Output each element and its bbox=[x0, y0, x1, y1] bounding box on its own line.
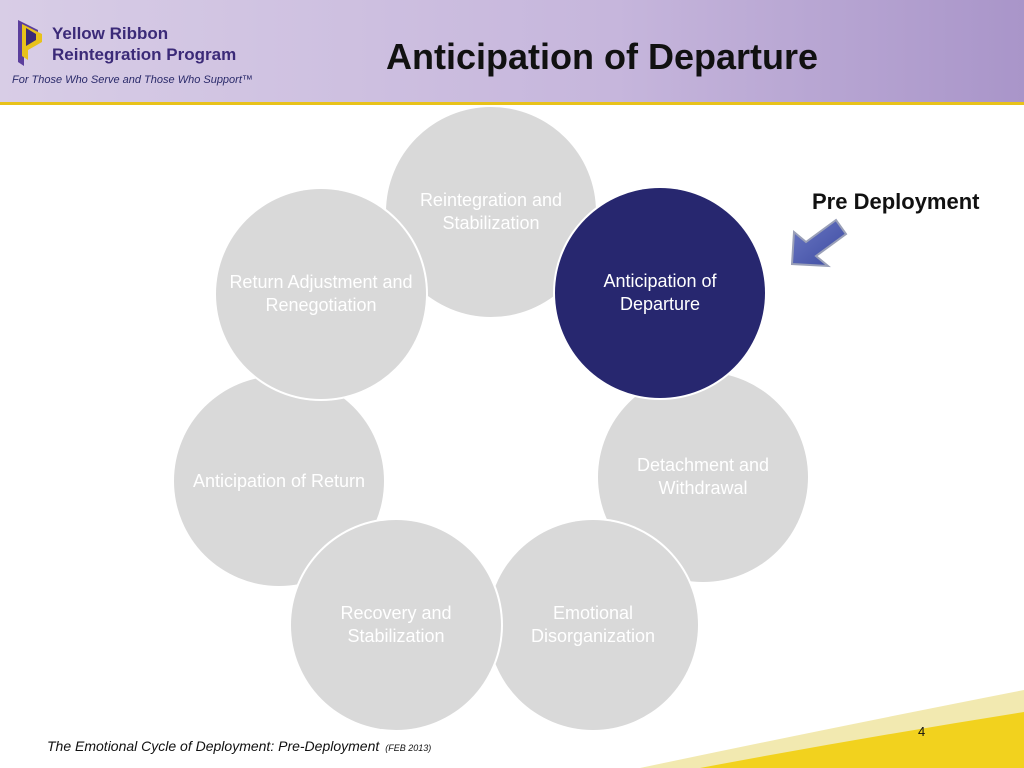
logo-title-line1: Yellow Ribbon bbox=[52, 24, 169, 43]
page-number: 4 bbox=[918, 724, 926, 739]
cycle-stage-label: Reintegration and Stabilization bbox=[419, 190, 563, 233]
header-banner bbox=[0, 0, 1024, 102]
footer-caption-text: The Emotional Cycle of Deployment: Pre-D… bbox=[47, 738, 380, 754]
cycle-stage-label: Recovery and Stabilization bbox=[340, 603, 452, 646]
footer-date: (FEB 2013) bbox=[385, 743, 432, 753]
footer-caption: The Emotional Cycle of Deployment: Pre-D… bbox=[47, 738, 431, 754]
pre-deployment-callout: Pre Deployment bbox=[812, 189, 980, 214]
logo-tagline: For Those Who Serve and Those Who Suppor… bbox=[12, 74, 253, 86]
yellow-ribbon-logo: Yellow Ribbon Reintegration Program For … bbox=[12, 16, 253, 96]
cycle-stage-return-adjustment: Return Adjustment and Renegotiation bbox=[216, 189, 426, 399]
cycle-stage-anticipation-departure: Anticipation of Departure bbox=[555, 188, 765, 398]
slide-title: Anticipation of Departure bbox=[386, 36, 819, 77]
ribbon-logo-icon bbox=[18, 20, 42, 66]
arrow-left-down-icon bbox=[790, 218, 848, 268]
logo-title-line2: Reintegration Program bbox=[52, 45, 237, 64]
cycle-stage-emotional-disorganization: Emotional Disorganization bbox=[488, 520, 698, 730]
header-divider bbox=[0, 102, 1024, 105]
cycle-stage-recovery: Recovery and Stabilization bbox=[291, 520, 501, 730]
cycle-stage-label: Return Adjustment and Renegotiation bbox=[229, 272, 413, 315]
cycle-stage-label: Anticipation of Return bbox=[192, 470, 366, 491]
cycle-stage-label: Emotional Disorganization bbox=[530, 603, 656, 646]
cycle-stage-label: Detachment and Withdrawal bbox=[636, 455, 770, 498]
cycle-stage-label: Anticipation of Departure bbox=[603, 271, 717, 314]
